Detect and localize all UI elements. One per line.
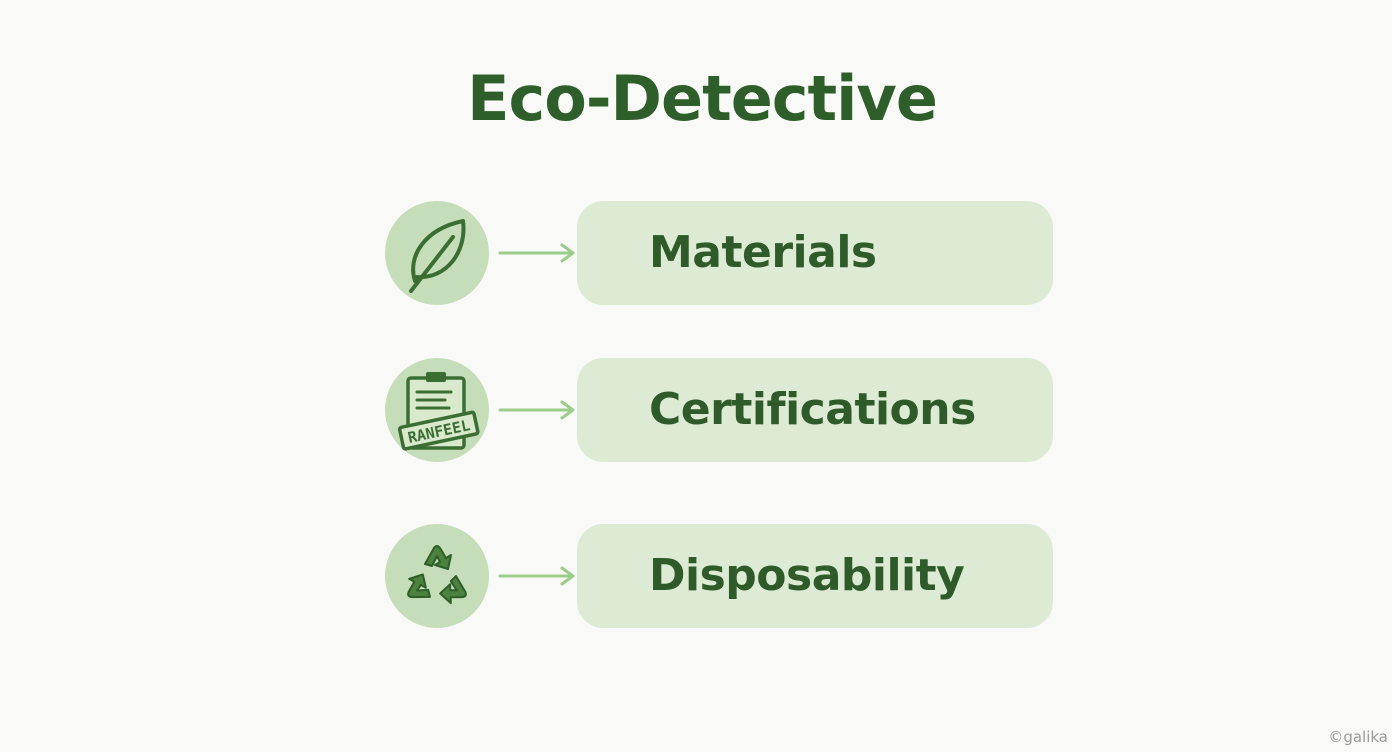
page-title: Eco-Detective: [467, 62, 938, 135]
criteria-row-disposability: Disposability: [385, 524, 1055, 628]
certificate-stamp-icon: RANFEEL: [385, 358, 489, 462]
criteria-row-certifications: RANFEEL Certifications: [385, 358, 1055, 462]
disposability-pill: Disposability: [577, 524, 1053, 628]
arrow-icon: [498, 400, 575, 420]
criteria-row-materials: Materials: [385, 201, 1055, 305]
certifications-pill: Certifications: [577, 358, 1053, 462]
materials-label: Materials: [649, 227, 877, 278]
certifications-label: Certifications: [649, 384, 976, 435]
arrow-icon: [498, 566, 575, 586]
watermark: ©galika: [1328, 728, 1388, 746]
materials-pill: Materials: [577, 201, 1053, 305]
leaf-icon: [385, 201, 489, 305]
recycle-icon: [385, 524, 489, 628]
disposability-label: Disposability: [649, 550, 965, 601]
arrow-icon: [498, 243, 575, 263]
